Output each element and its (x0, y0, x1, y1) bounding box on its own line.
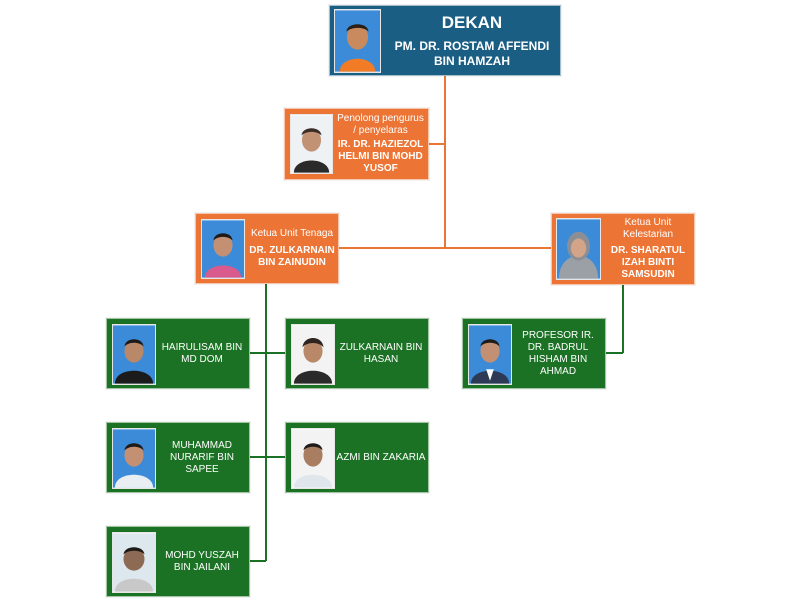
sustain-head-name: DR. SHARATUL IZAH BINTI SAMSUDIN (610, 245, 686, 280)
person-photo-icon (112, 428, 156, 489)
member-node-zulkarnain-hasan: ZULKARNAIN BIN HASAN (285, 318, 429, 389)
member-name: MOHD YUSZAH BIN JAILANI (165, 549, 239, 573)
sustain-head-role: Ketua Unit Kelestarian (622, 217, 674, 240)
member-name: AZMI BIN ZAKARIA (336, 451, 426, 463)
member-node-hairulisam: HAIRULISAM BIN MD DOM (106, 318, 250, 389)
orange-connectors (339, 76, 551, 249)
person-photo-icon (201, 219, 245, 279)
energy-head-name: DR. ZULKARNAIN BIN ZAINUDIN (249, 245, 335, 268)
person-photo-icon (334, 9, 381, 73)
assistant-name: IR. DR. HAZIEZOL HELMI BIN MOHD YUSOF (337, 139, 424, 174)
energy-head-node: Ketua Unit Tenaga DR. ZULKARNAIN BIN ZAI… (195, 213, 339, 284)
dean-role: DEKAN (441, 12, 503, 32)
assistant-node: Penolong pengurus / penyelaras IR. DR. H… (284, 108, 429, 180)
member-name: MUHAMMAD NURARIF BIN SAPEE (170, 439, 234, 475)
member-name: HAIRULISAM BIN MD DOM (161, 341, 243, 365)
member-node-nurarif: MUHAMMAD NURARIF BIN SAPEE (106, 422, 250, 493)
person-photo-icon (291, 428, 335, 489)
sustain-head-node: Ketua Unit Kelestarian DR. SHARATUL IZAH… (551, 213, 695, 285)
member-name: PROFESOR IR. DR. BADRUL HISHAM BIN AHMAD (522, 329, 594, 377)
assistant-role: Penolong pengurus / penyelaras (337, 113, 424, 136)
person-photo-icon (112, 324, 156, 385)
member-name: ZULKARNAIN BIN HASAN (339, 341, 423, 365)
person-photo-icon (112, 532, 156, 593)
member-node-badrul: PROFESOR IR. DR. BADRUL HISHAM BIN AHMAD (462, 318, 606, 389)
person-photo-icon (290, 114, 333, 174)
dean-name: PM. DR. ROSTAM AFFENDI BIN HAMZAH (394, 39, 550, 68)
person-photo-icon (291, 324, 335, 385)
dean-node: DEKAN PM. DR. ROSTAM AFFENDI BIN HAMZAH (329, 5, 561, 76)
person-photo-icon (556, 218, 601, 280)
green-connectors (250, 284, 624, 562)
energy-head-role: Ketua Unit Tenaga (250, 228, 334, 239)
member-node-yuszah: MOHD YUSZAH BIN JAILANI (106, 526, 250, 597)
member-node-azmi: AZMI BIN ZAKARIA (285, 422, 429, 493)
person-photo-icon (468, 324, 512, 385)
